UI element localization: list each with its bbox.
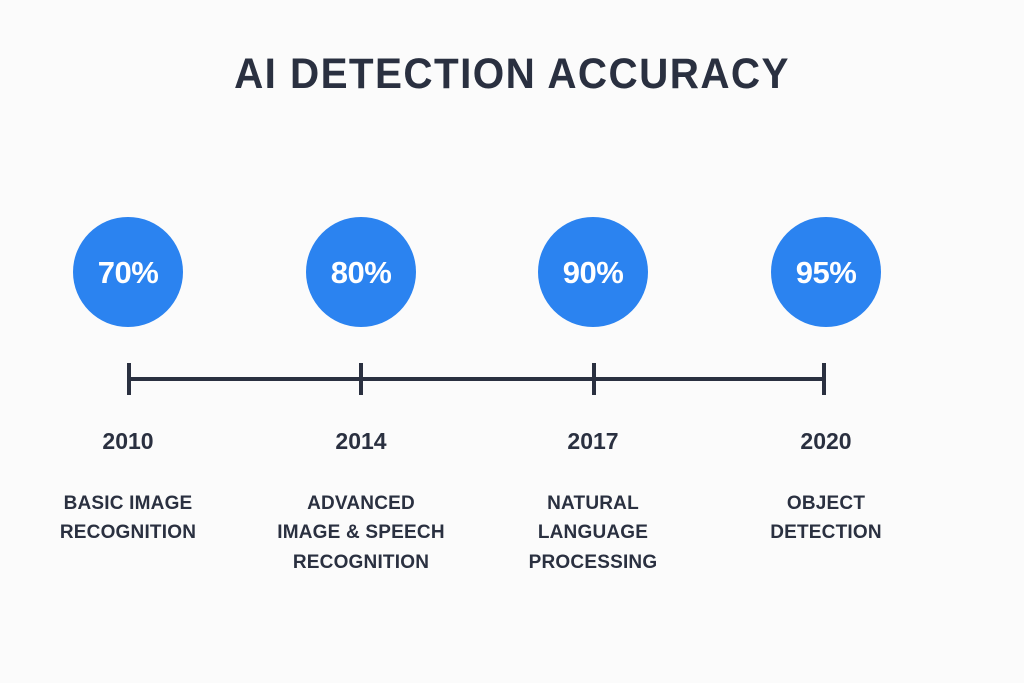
timeline-tick-2020 bbox=[822, 363, 826, 395]
accuracy-bubble-2014: 80% bbox=[306, 217, 416, 327]
year-label-2014: 2014 bbox=[335, 428, 387, 454]
timeline-tick-2014 bbox=[359, 363, 363, 395]
year-label-2010: 2010 bbox=[102, 428, 154, 454]
description-2010: BASIC IMAGE RECOGNITION bbox=[59, 493, 197, 544]
page-title: AI DETECTION ACCURACY bbox=[234, 50, 790, 98]
description-2017: NATURAL LANGUAGE PROCESSING bbox=[528, 493, 658, 573]
accuracy-bubble-2017: 90% bbox=[538, 217, 648, 327]
milestone-2017: 90% 2017 NATURAL LANGUAGE PROCESSING bbox=[477, 0, 709, 683]
timeline-tick-2017 bbox=[592, 363, 596, 395]
year-label-2020: 2020 bbox=[800, 428, 852, 454]
accuracy-value-2014: 80% bbox=[330, 254, 392, 290]
description-2020: OBJECT DETECTION bbox=[770, 493, 882, 544]
timeline-axis bbox=[127, 363, 826, 395]
accuracy-value-2017: 90% bbox=[562, 254, 624, 290]
milestone-2014: 80% 2014 ADVANCED IMAGE & SPEECH RECOGNI… bbox=[245, 0, 477, 683]
milestone-2020: 95% 2020 OBJECT DETECTION bbox=[710, 0, 942, 683]
description-2014: ADVANCED IMAGE & SPEECH RECOGNITION bbox=[277, 493, 445, 573]
accuracy-bubble-2010: 70% bbox=[73, 217, 183, 327]
accuracy-value-2020: 95% bbox=[795, 254, 857, 290]
milestone-2010: 70% 2010 BASIC IMAGE RECOGNITION bbox=[12, 0, 244, 683]
year-label-2017: 2017 bbox=[567, 428, 619, 454]
accuracy-value-2010: 70% bbox=[97, 254, 159, 290]
timeline-tick-2010 bbox=[127, 363, 131, 395]
accuracy-bubble-2020: 95% bbox=[771, 217, 881, 327]
